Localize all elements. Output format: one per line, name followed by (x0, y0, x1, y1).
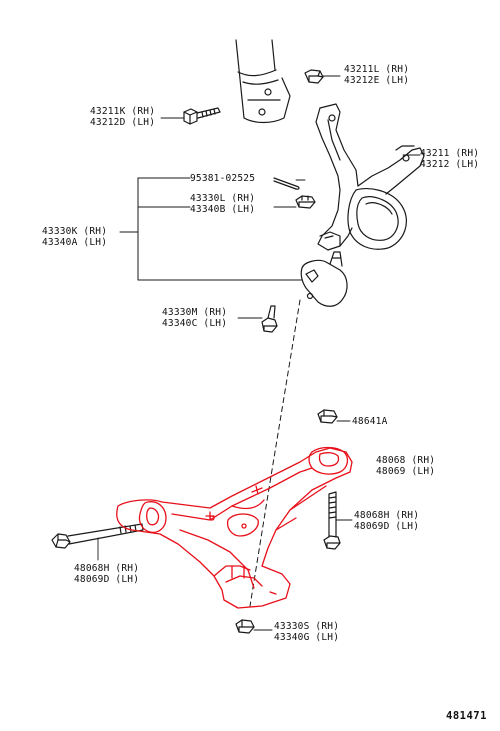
ball-joint-lh: 43340A (LH) (42, 237, 108, 248)
label-lower-nut: 43330S (RH) 43340G (LH) (274, 621, 339, 643)
label-front-bolt: 48068H (RH) 48069D (LH) (74, 563, 139, 585)
ball-joint-bolt-drawing (261, 305, 278, 333)
ball-joint-rh: 43330K (RH) (42, 226, 108, 237)
strut-nut-rh: 43211L (RH) (344, 64, 410, 75)
rear-bushing-rh: 48068 (RH) (376, 455, 436, 466)
castle-nut-lh: 43340B (LH) (190, 204, 256, 215)
figure-number: 481471 (446, 710, 487, 722)
steering-knuckle-drawing (315, 103, 425, 251)
front-bolt-lh: 48069D (LH) (74, 574, 140, 585)
ball-joint-nut-lh: 43340C (LH) (162, 318, 228, 329)
ball-joint-drawing (300, 251, 348, 307)
strut-bolt-drawing (183, 107, 221, 125)
rear-bolt-lh: 48069D (LH) (354, 521, 420, 532)
label-castle-nut: 43330L (RH) 43340B (LH) (190, 193, 255, 215)
lower-nut-rh: 43330S (RH) (274, 621, 340, 632)
front-bolt-drawing (51, 523, 144, 549)
lower-nut-drawing (235, 619, 255, 634)
label-ball-joint: 43330K (RH) 43340A (LH) (42, 226, 107, 248)
label-cotter-pin: 95381-02525 (190, 173, 255, 184)
label-strut-bolt: 43211K (RH) 43212D (LH) (90, 106, 155, 128)
rear-bushing-lh: 48069 (LH) (376, 466, 436, 477)
castle-nut-drawing (295, 195, 316, 209)
arm-nut-drawing (317, 409, 338, 424)
strut-bolt-lh: 43212D (LH) (90, 117, 156, 128)
label-rear-bolt: 48068H (RH) 48069D (LH) (354, 510, 419, 532)
strut-nut-drawing (304, 69, 324, 84)
lower-control-arm-drawing (116, 446, 353, 609)
rear-bolt-rh: 48068H (RH) (354, 510, 420, 521)
label-knuckle: 43211 (RH) 43212 (LH) (420, 148, 479, 170)
label-arm-nut: 48641A (352, 416, 388, 427)
rear-bolt-drawing (323, 491, 341, 550)
label-ball-joint-nut: 43330M (RH) 43340C (LH) (162, 307, 227, 329)
knuckle-lh: 43212 (LH) (420, 159, 480, 170)
strut-bolt-rh: 43211K (RH) (90, 106, 156, 117)
front-bolt-rh: 48068H (RH) (74, 563, 140, 574)
strut-nut-lh: 43212E (LH) (344, 75, 410, 86)
castle-nut-rh: 43330L (RH) (190, 193, 256, 204)
cotter-pin-drawing (273, 177, 300, 190)
label-strut-nut: 43211L (RH) 43212E (LH) (344, 64, 409, 86)
lower-nut-lh: 43340G (LH) (274, 632, 340, 643)
label-rear-bushing: 48068 (RH) 48069 (LH) (376, 455, 435, 477)
strut-assembly (235, 39, 291, 124)
arm-nut-part: 48641A (352, 416, 388, 427)
ball-joint-nut-rh: 43330M (RH) (162, 307, 228, 318)
cotter-pin-part: 95381-02525 (190, 173, 256, 184)
knuckle-rh: 43211 (RH) (420, 148, 480, 159)
